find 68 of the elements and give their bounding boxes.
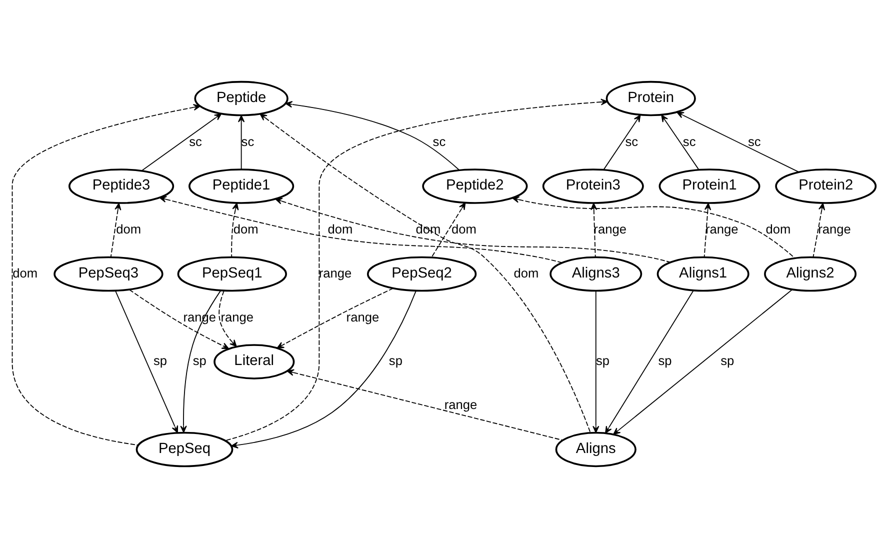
edge-label: sc	[241, 134, 254, 149]
arrow	[159, 196, 562, 264]
arrow	[286, 369, 564, 441]
edge-label: range	[705, 222, 738, 237]
edge-label: range	[220, 309, 254, 324]
node-ellipse: PepSeq3	[54, 256, 164, 292]
arrow	[605, 290, 694, 434]
edge-label: dom	[514, 265, 539, 280]
arrow	[704, 202, 712, 258]
arrow	[285, 101, 460, 170]
arrow	[230, 290, 416, 448]
arrow	[128, 289, 230, 350]
edge-label: sp	[658, 353, 672, 368]
node-ellipse: PepSeq	[136, 432, 234, 468]
edge-label: sp	[720, 353, 734, 368]
edge-label: range	[346, 309, 380, 324]
edge-label: dom	[233, 222, 258, 237]
node-ellipse: Aligns1	[656, 256, 750, 292]
arrow	[238, 115, 245, 170]
edge-label: range	[594, 222, 626, 237]
edge-label: dom	[766, 222, 791, 237]
arrow	[180, 290, 222, 433]
arrow	[592, 290, 600, 434]
edge-label: sp	[153, 353, 167, 368]
arrow	[218, 290, 237, 347]
edge-label: range	[318, 265, 352, 280]
edge-label: dom	[451, 222, 476, 237]
edge-label: sc	[682, 134, 696, 149]
edge-label: sc	[432, 134, 446, 149]
node-ellipse: Aligns3	[550, 256, 642, 292]
node-ellipse: PepSeq2	[366, 256, 477, 292]
node-ellipse: Aligns2	[764, 256, 857, 292]
edge-label: sp	[388, 353, 402, 368]
node-ellipse: Peptide	[194, 80, 288, 116]
node-ellipse: Protein3	[542, 168, 644, 204]
edge-label: dom	[116, 222, 142, 237]
node-ellipse: Protein	[606, 80, 696, 116]
edge-label: dom	[416, 222, 441, 237]
arrow	[590, 202, 598, 258]
arrow	[12, 104, 201, 446]
arrow	[613, 289, 792, 435]
edge-label: sc	[625, 134, 638, 149]
node-ellipse: Protein1	[658, 168, 760, 204]
arrow	[676, 112, 800, 172]
arrow	[275, 198, 671, 263]
edge-label: range	[818, 222, 851, 237]
arrow	[110, 202, 122, 258]
arrow	[603, 114, 641, 170]
edge-label: sp	[596, 353, 610, 368]
edge-label: sc	[189, 134, 202, 149]
edge-label: dom	[12, 265, 38, 280]
node-ellipse: PepSeq1	[177, 256, 288, 292]
arrow	[812, 202, 826, 258]
node-ellipse: Aligns	[555, 432, 636, 468]
arrow	[260, 114, 591, 434]
edge-label: dom	[328, 222, 353, 237]
node-ellipse: Protein2	[775, 168, 877, 204]
edge-label: sp	[192, 353, 206, 368]
arrow	[231, 202, 239, 258]
arrow	[141, 113, 222, 172]
edge-label: range	[444, 397, 478, 412]
arrow	[431, 202, 466, 258]
arrow	[224, 98, 608, 442]
arrow	[512, 196, 796, 259]
arrow	[115, 290, 178, 434]
arrow	[661, 114, 700, 170]
edge-label: sc	[748, 134, 761, 149]
arrow	[276, 288, 394, 348]
